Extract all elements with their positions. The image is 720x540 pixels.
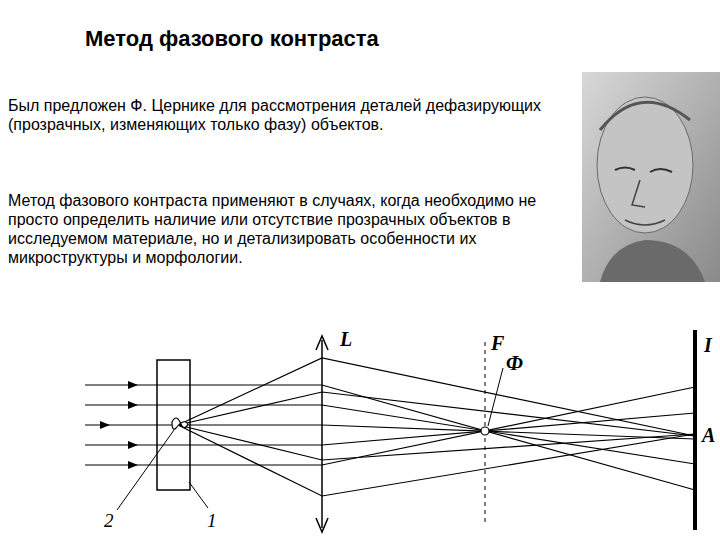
plate-label: Ф	[506, 352, 523, 375]
focus-label: F	[491, 332, 504, 355]
light-rays	[85, 358, 695, 496]
lens	[316, 336, 328, 532]
leader-line	[117, 430, 174, 510]
ray-arrows	[100, 381, 138, 469]
image-label: A	[702, 424, 715, 447]
image-screen	[693, 330, 697, 530]
lens-label: L	[340, 328, 352, 351]
screen-label: I	[704, 334, 712, 357]
slide-title: Метод фазового контраста	[85, 26, 379, 52]
leader-line	[189, 482, 208, 508]
phase-object	[172, 418, 188, 429]
specimen-slab	[157, 360, 190, 490]
callout-number: 1	[207, 510, 217, 532]
paragraph: Был предложен Ф. Цернике для рассмотрени…	[8, 96, 573, 134]
callout-number: 2	[104, 510, 114, 532]
paragraph: Метод фазового контраста применяют в слу…	[8, 191, 573, 267]
portrait-photo	[582, 72, 720, 282]
phase-plate	[481, 427, 489, 435]
leader-line	[488, 368, 503, 426]
